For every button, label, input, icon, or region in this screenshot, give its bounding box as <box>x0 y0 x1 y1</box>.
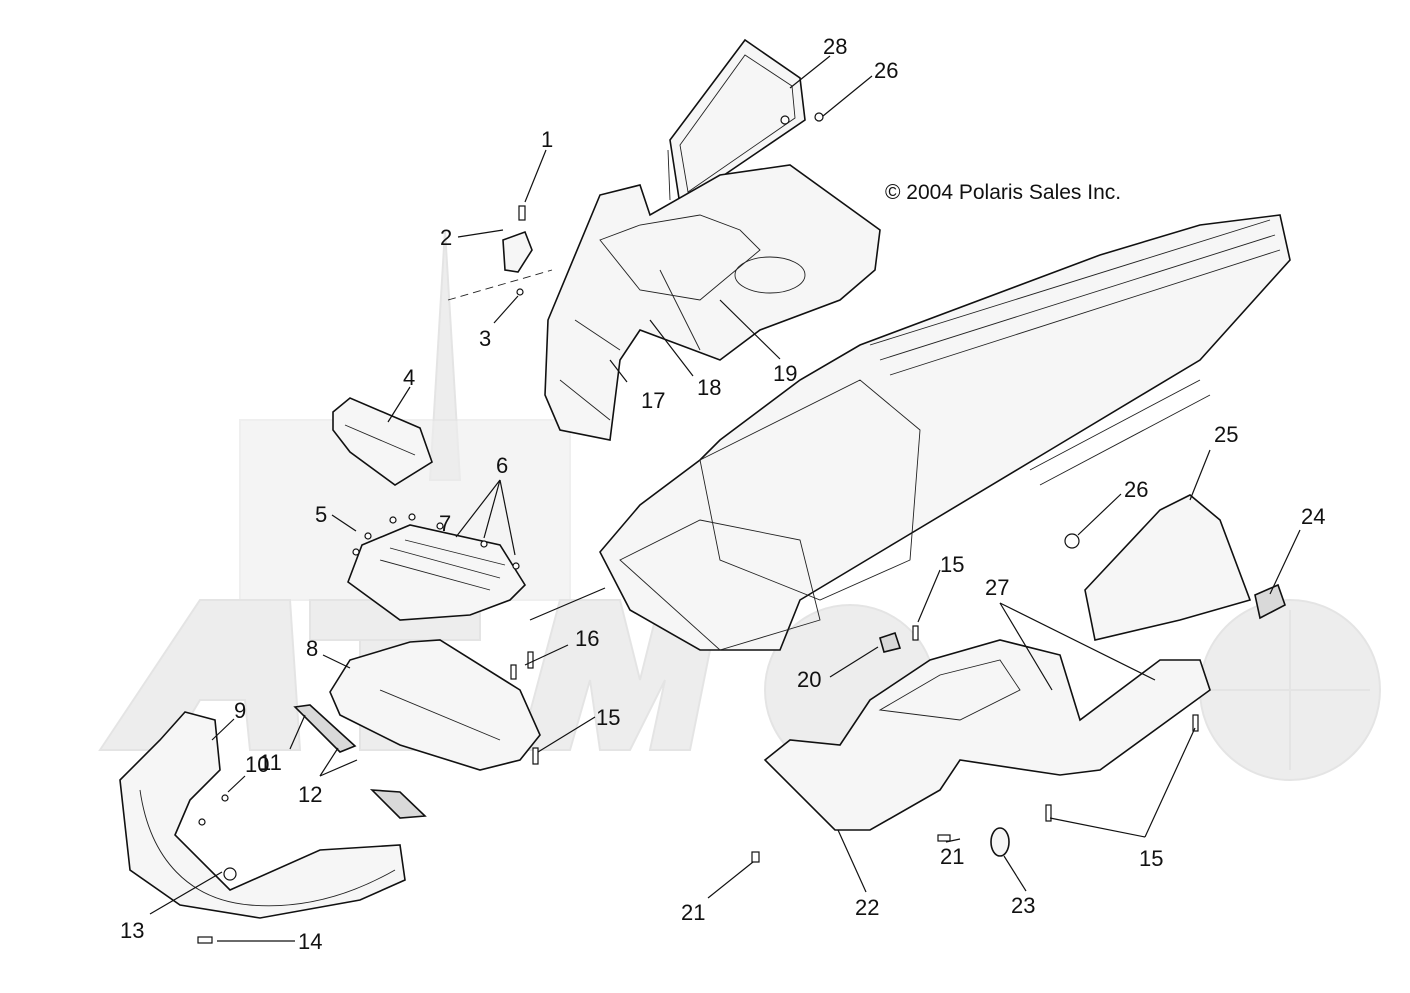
callout-19: 19 <box>773 361 797 386</box>
chassis-tunnel <box>599 214 1291 651</box>
callout-15b: 15 <box>940 552 964 577</box>
callout-28: 28 <box>823 34 847 59</box>
callout-18: 18 <box>697 375 721 400</box>
callout-14: 14 <box>298 929 322 954</box>
part-24-25-26-trim <box>814 112 1286 653</box>
callout-23: 23 <box>1011 893 1035 918</box>
callout-24: 24 <box>1301 504 1325 529</box>
part-17-18-19-console <box>544 164 881 441</box>
part-9-13-bumper <box>119 711 406 944</box>
callout-13: 13 <box>120 918 144 943</box>
copyright-notice: © 2004 Polaris Sales Inc. <box>885 181 1121 204</box>
callout-15a: 15 <box>596 705 620 730</box>
callout-3: 3 <box>479 326 491 351</box>
part-22-27-side-panel <box>763 639 1211 857</box>
callout-17: 17 <box>641 388 665 413</box>
callout-10: 10 <box>245 752 269 777</box>
callout-7: 7 <box>439 511 451 536</box>
callout-15c: 15 <box>1139 846 1163 871</box>
callout-9: 9 <box>234 698 246 723</box>
fasteners <box>532 625 1199 863</box>
callout-25: 25 <box>1214 422 1238 447</box>
part-28-panel <box>667 38 806 207</box>
callout-6: 6 <box>496 453 508 478</box>
callout-21b: 21 <box>681 900 705 925</box>
callout-8: 8 <box>306 636 318 661</box>
callout-21a: 21 <box>940 844 964 869</box>
callout-2: 2 <box>440 225 452 250</box>
callout-1: 1 <box>541 127 553 152</box>
part-8-belly-pan <box>293 639 541 819</box>
callout-22: 22 <box>855 895 879 920</box>
callout-12: 12 <box>298 782 322 807</box>
callout-27: 27 <box>985 575 1009 600</box>
parts-1-2-3 <box>447 205 553 301</box>
callout-26b: 26 <box>1124 477 1148 502</box>
callout-5: 5 <box>315 502 327 527</box>
part-4-cover <box>332 397 433 486</box>
callouts: 1 2 3 4 5 6 7 8 9 10 11 12 13 14 15 15 1… <box>120 34 1325 954</box>
part-5-6-7-skid-plate <box>347 513 527 621</box>
callout-20: 20 <box>797 667 821 692</box>
callout-16: 16 <box>575 626 599 651</box>
leader-lines <box>149 55 1301 942</box>
callout-4: 4 <box>403 365 415 390</box>
callout-26a: 26 <box>874 58 898 83</box>
callout-11: 11 <box>259 750 282 775</box>
